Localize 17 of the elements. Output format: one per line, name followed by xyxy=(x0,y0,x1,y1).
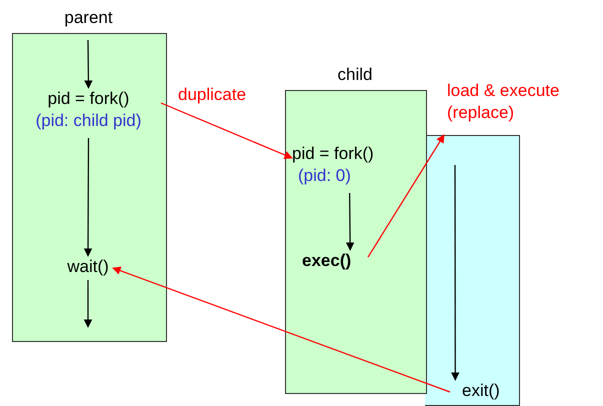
code-text: pid = fork() xyxy=(46,88,130,110)
arrow xyxy=(368,134,444,258)
process-heading: child xyxy=(336,64,374,86)
code-text: wait() xyxy=(66,256,110,278)
arrow xyxy=(84,280,92,328)
arrow xyxy=(84,40,93,89)
process-heading: parent xyxy=(63,7,114,29)
code-text: pid = fork() xyxy=(292,143,375,165)
code-text: exec() xyxy=(302,250,352,272)
process-box xyxy=(425,135,520,406)
arrow xyxy=(112,266,450,393)
annotation-text: (pid: child pid) xyxy=(34,110,142,132)
arrow xyxy=(346,193,354,251)
code-text: exit() xyxy=(462,380,501,402)
arrow xyxy=(84,138,92,257)
arrow xyxy=(451,165,460,381)
annotation-text: (pid: 0) xyxy=(297,165,352,187)
